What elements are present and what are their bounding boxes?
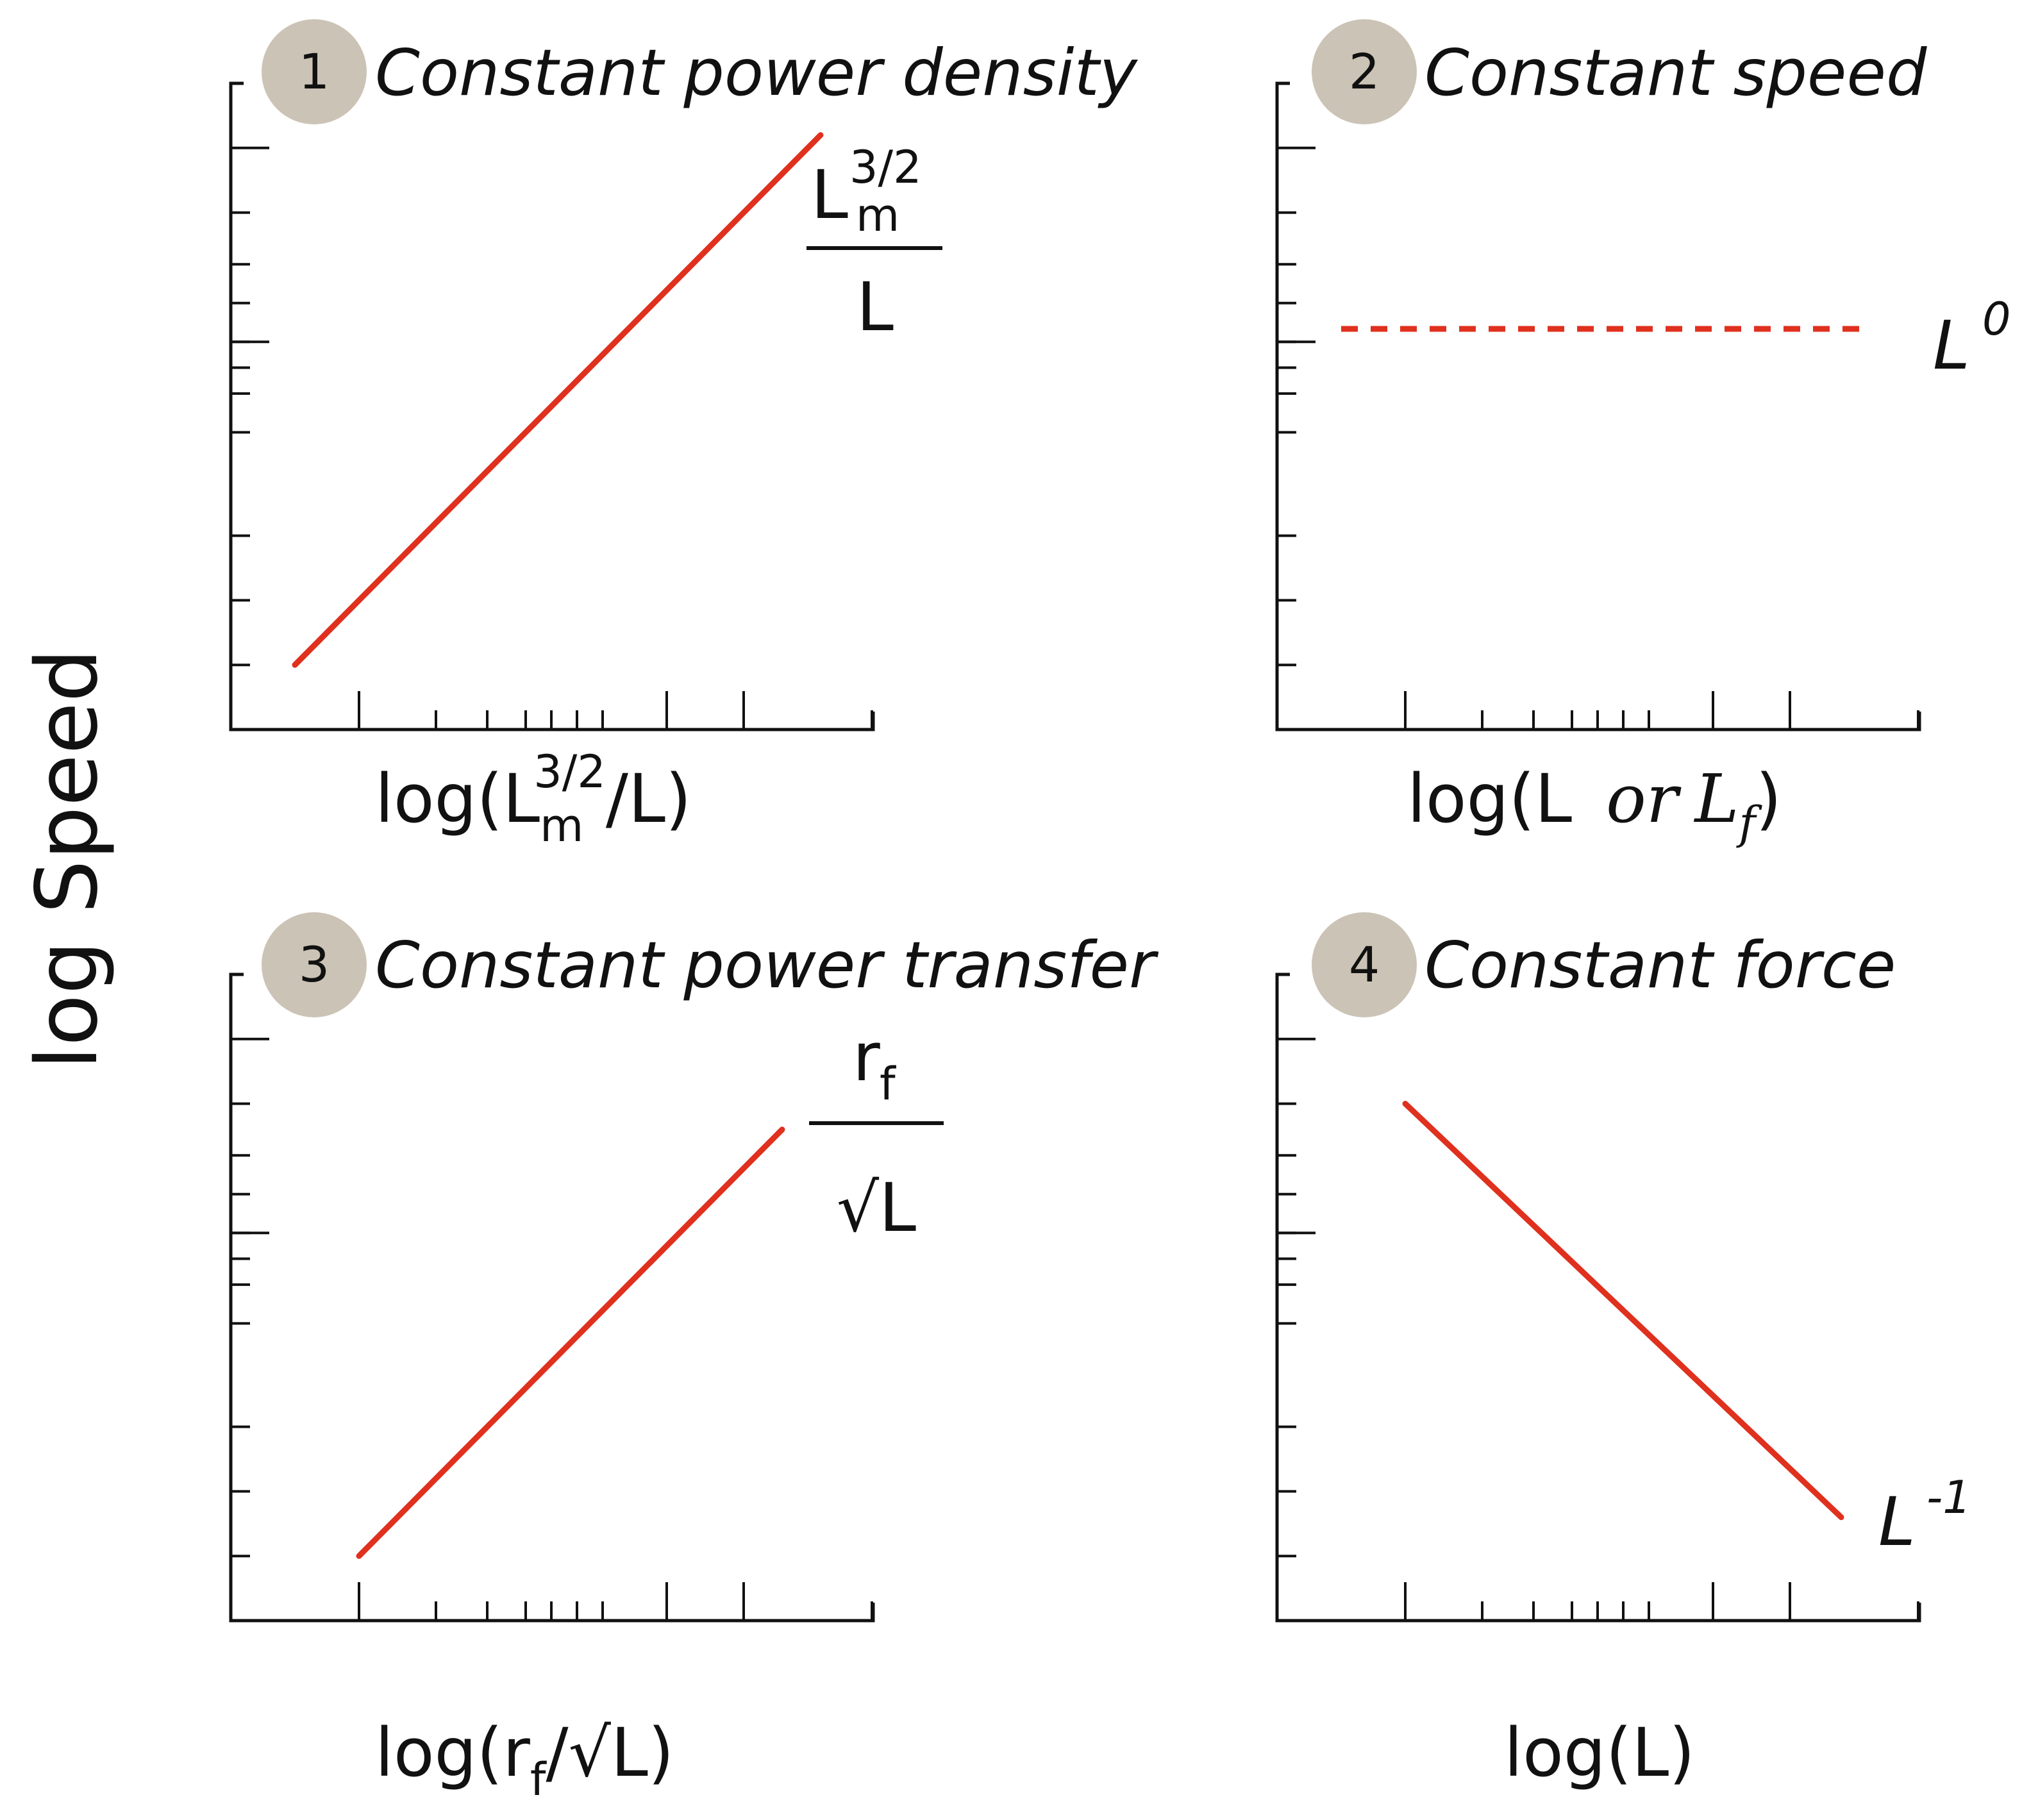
svg-text:log(Lm3/2/L): log(Lm3/2/L) <box>375 746 691 852</box>
panel-3-xlabel-prefix: log(r <box>375 1714 530 1792</box>
panel-4-axes <box>1275 973 1921 1623</box>
panel-1-annotation: L 3/2 m L <box>806 141 942 346</box>
panel-2-number: 2 <box>1349 43 1380 100</box>
panel-1: 1 Constant power density L 3/2 m L log(L… <box>229 19 1139 852</box>
panel-4-x-ticks <box>1404 1582 1919 1621</box>
panel-3-annotation-num-sub: f <box>880 1058 896 1110</box>
panel-1-xlabel-sub: m <box>540 799 583 852</box>
panel-3-series-line <box>356 1126 785 1559</box>
panel-2-axes <box>1275 81 1921 731</box>
panel-1-title: Constant power density <box>375 35 1139 110</box>
panel-2-xlabel-or: or <box>1606 760 1682 838</box>
panel-4-series-line <box>1402 1101 1844 1521</box>
panel-1-series-line <box>292 132 824 668</box>
panel-1-annotation-den: L <box>856 268 894 346</box>
panel-1-xlabel-prefix: log(L <box>375 760 540 838</box>
panel-4-y-ticks <box>1277 1037 1316 1558</box>
panel-4-annotation: L -1 <box>1878 1471 1971 1561</box>
panel-4-annotation-base: L <box>1878 1483 1916 1561</box>
panel-4-xlabel: log(L) <box>1504 1714 1695 1792</box>
panel-3-xlabel-sub: f <box>530 1753 547 1806</box>
panel-2-y-ticks <box>1277 146 1316 667</box>
panel-1-y-ticks <box>231 146 269 667</box>
panel-1-badge <box>262 19 367 124</box>
panel-1-annotation-num-sub: m <box>856 189 899 242</box>
panel-3-xlabel-mid: /√L <box>546 1714 648 1792</box>
panel-3-annotation: r f √L <box>809 1018 944 1247</box>
panel-1-xlabel-sup: 3/2 <box>533 746 606 798</box>
panel-1-x-ticks <box>358 691 873 730</box>
panel-3-title: Constant power transfer <box>375 928 1159 1003</box>
panel-1-xlabel-suffix: /L) <box>606 760 692 838</box>
panel-3-number: 3 <box>299 936 330 993</box>
y-axis-label: log Speed <box>18 649 117 1070</box>
panel-1-annotation-num-base: L <box>811 156 848 234</box>
panel-2-xlabel-var: L <box>1693 760 1739 838</box>
panel-2-xlabel-suffix: ) <box>1755 760 1782 838</box>
svg-text:log(rf/√L): log(rf/√L) <box>375 1714 674 1806</box>
panel-3: 3 Constant power transfer r f √L log(rf/… <box>229 912 1159 1806</box>
panel-4: 4 Constant force L -1 log(L) <box>1275 912 1971 1792</box>
panel-3-badge <box>262 912 367 1017</box>
panel-4-annotation-sup: -1 <box>1926 1471 1971 1524</box>
panel-4-title: Constant force <box>1425 928 1896 1003</box>
panel-4-x-label: log(L) <box>1504 1714 1695 1792</box>
panel-2-title: Constant speed <box>1425 35 1927 110</box>
panel-1-number: 1 <box>299 43 330 100</box>
panel-4-number: 4 <box>1349 936 1380 993</box>
panel-3-x-label: log(rf/√L) <box>375 1714 674 1806</box>
panel-3-axes <box>229 973 875 1623</box>
panel-4-badge <box>1312 912 1417 1017</box>
panel-2-annotation-sup: 0 <box>1982 293 2011 346</box>
panel-2-annotation: L 0 <box>1933 293 2011 385</box>
panel-2-badge <box>1312 19 1417 124</box>
panel-1-x-label: log(Lm3/2/L) <box>375 746 691 852</box>
panel-2-x-ticks <box>1404 691 1919 730</box>
panel-3-x-ticks <box>358 1582 873 1621</box>
panel-2-xlabel-prefix: log(L <box>1407 760 1593 838</box>
panel-3-xlabel-suffix: ) <box>648 1714 674 1792</box>
panel-3-annotation-num-base: r <box>853 1018 880 1096</box>
panel-3-annotation-den: √L <box>837 1169 916 1247</box>
panel-2-annotation-base: L <box>1933 306 1970 385</box>
panel-3-y-ticks <box>231 1037 269 1558</box>
panel-1-annotation-num-sup: 3/2 <box>849 141 922 194</box>
panel-1-axes <box>229 81 875 731</box>
